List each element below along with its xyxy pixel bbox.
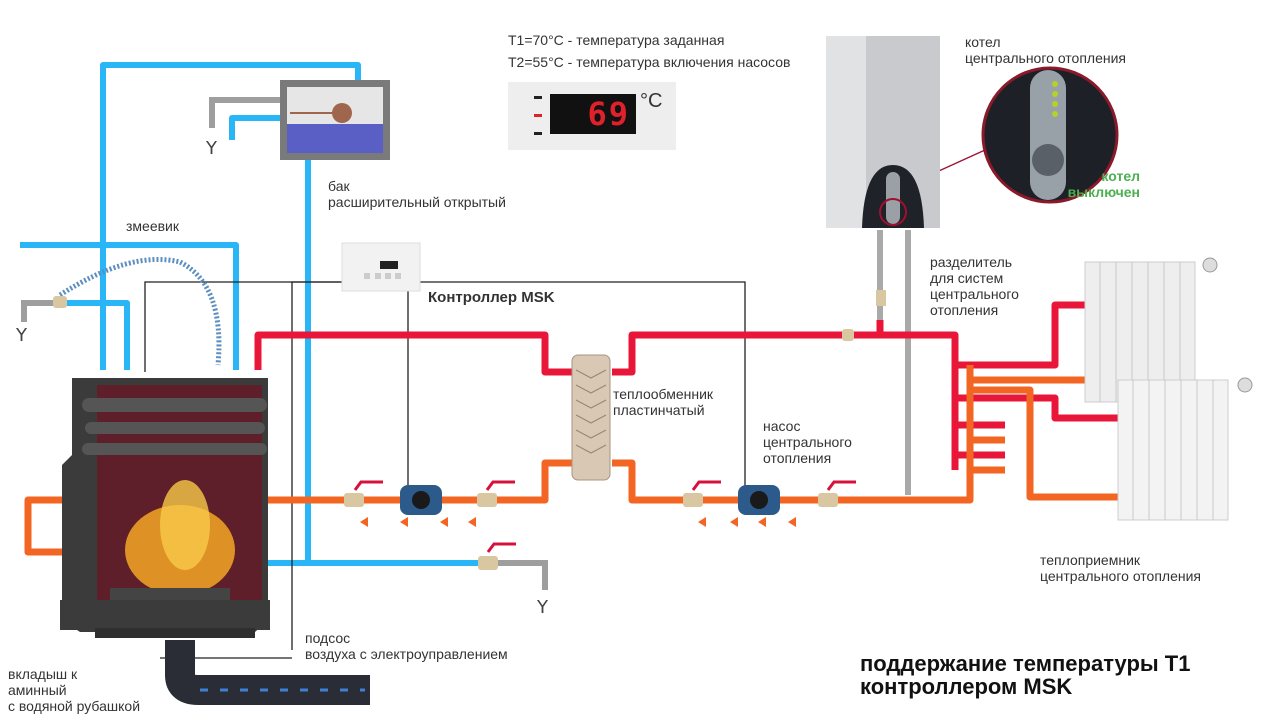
label-boiler: котел центрального отопления (965, 34, 1127, 66)
display-unit: °C (640, 90, 663, 112)
display-value: 69 (550, 94, 636, 134)
plate-heat-exchanger (571, 354, 611, 481)
hot-pipe-exchanger-out (612, 331, 959, 470)
hot-pipe-boiler-out (254, 331, 575, 376)
flow-arrows (360, 517, 796, 527)
drain-pipe-bottom (488, 560, 548, 590)
coil-spring (58, 257, 222, 366)
cold-pipe-tank-top (100, 62, 361, 370)
label-coil: змеевик (126, 218, 179, 234)
control-wires (144, 149, 986, 659)
label-expansion-tank: бак расширительный открытый (328, 178, 506, 210)
label-boiler-status: котел выключен (1067, 168, 1140, 200)
label-heat-exchanger: теплообменник пластинчатый (613, 386, 714, 418)
pump-right (738, 485, 780, 515)
drain-symbol-tank: Y (206, 138, 217, 159)
cold-pipe-left-branch (60, 300, 130, 370)
drain-symbol-bottom: Y (537, 597, 548, 618)
valves (53, 290, 886, 570)
drain-pipe-tank (209, 97, 282, 128)
label-radiator: теплоприемник центрального отопления (1040, 552, 1202, 584)
hot-pipes (254, 301, 1120, 470)
furnace (60, 378, 270, 638)
indicator-dash-active (534, 114, 542, 117)
indicator-dash (534, 96, 542, 99)
air-intake-duct (165, 640, 370, 705)
cold-pipe-coil-line (20, 242, 239, 370)
msk-controller-unit (341, 242, 421, 292)
hot-pipe-rad1 (955, 301, 1085, 369)
return-pipe-left-loop (24, 496, 75, 556)
label-insert: вкладыш к аминный с водяной рубашкой (8, 666, 141, 714)
wall-boiler (826, 36, 940, 228)
drain-symbol-left: Y (16, 325, 27, 346)
label-distributor: разделитель для систем центрального отоп… (930, 254, 1019, 318)
legend-t1: T1=70°C - температура заданная (508, 32, 725, 48)
expansion-tank (280, 80, 390, 160)
pump-left (400, 485, 442, 515)
label-controller: Контроллер MSK (428, 289, 555, 306)
return-pipe-exchanger (612, 365, 974, 504)
diagram-title: поддержание температуры T1 контроллером … (860, 651, 1191, 699)
indicator-dash (534, 132, 542, 135)
radiator-top (1084, 257, 1218, 403)
hot-pipe-rad2 (955, 394, 1120, 422)
legend-t2: T2=55°C - температура включения насосов (508, 54, 791, 70)
valve-handles (353, 480, 856, 553)
label-air-intake: подсос воздуха с электроуправлением (305, 630, 508, 662)
label-pump: насос центрального отопления (763, 418, 852, 466)
boiler-pipes (877, 230, 911, 495)
boiler-control-zoom (981, 66, 1119, 204)
radiator-bottom (1117, 377, 1253, 521)
drain-pipe-left (21, 300, 55, 322)
temperature-display: 69 °C (508, 82, 676, 150)
cold-pipe-tank-inlet (229, 115, 285, 140)
